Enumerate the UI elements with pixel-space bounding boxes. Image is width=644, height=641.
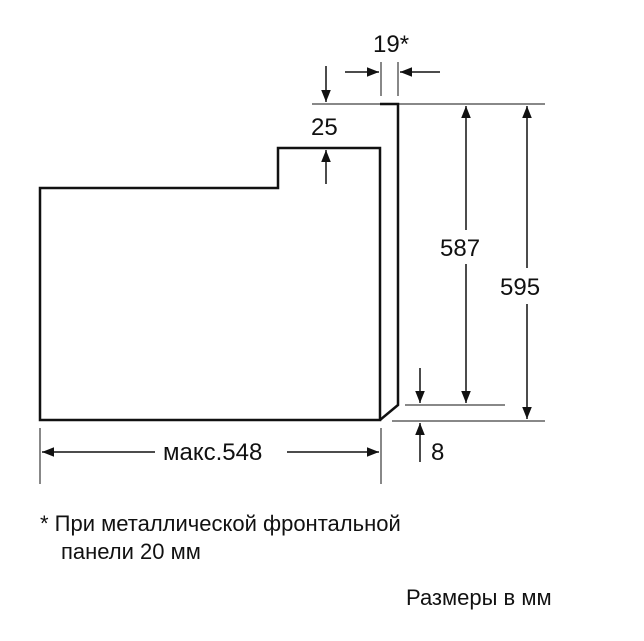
dimension-arrows: [42, 66, 532, 462]
front-panel-outline: [379, 102, 400, 421]
units-note: Размеры в мм: [406, 585, 552, 610]
footnote-line-1: * При металлической фронтальной: [40, 511, 401, 536]
appliance-outline: [38, 102, 400, 422]
label-niche-height: 587: [440, 235, 480, 262]
footnote-line-2: панели 20 мм: [61, 539, 201, 564]
appliance-body-outline: [38, 146, 382, 422]
footnote: * При металлической фронтальной панели 2…: [40, 510, 401, 566]
extension-lines: [39, 62, 545, 484]
label-bottom-offset: 8: [431, 439, 444, 466]
label-total-height: 595: [500, 274, 540, 301]
label-depth: макс.548: [163, 439, 262, 466]
dimension-labels: 19* 25 587 595 макс.548 8: [163, 31, 540, 466]
label-step-height: 25: [311, 114, 338, 141]
label-front-thickness: 19*: [373, 31, 409, 58]
